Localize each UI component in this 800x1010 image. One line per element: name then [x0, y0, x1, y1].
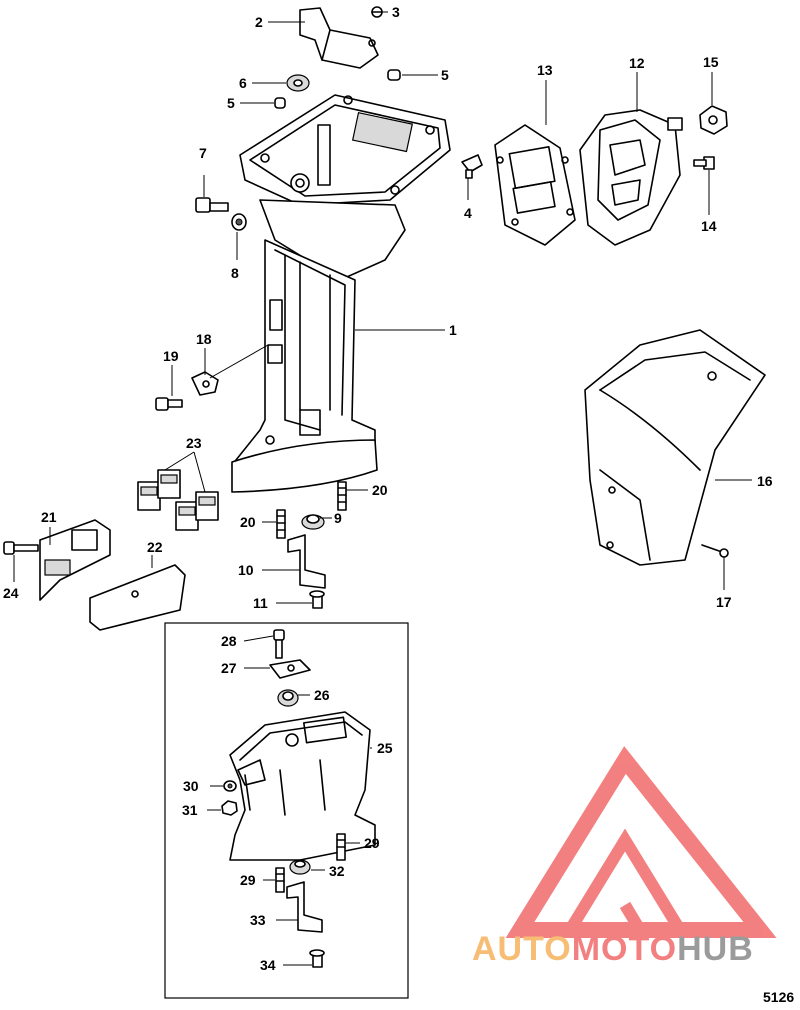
- part-bolt-19: [155, 397, 183, 411]
- watermark-logo: AUTOMOTOHUB: [472, 746, 777, 968]
- part-plate-27: [269, 659, 311, 679]
- part-stud-20b: [276, 509, 286, 539]
- callout-21: 21: [41, 509, 57, 525]
- callout-labels: 1 2 3 4 5 5 6 7 8 9 10 11 12 13 14 15 16…: [3, 4, 773, 973]
- part-pads-23: [137, 469, 219, 531]
- part-grommet-6: [286, 74, 310, 92]
- callout-5b: 5: [227, 95, 235, 111]
- callout-14: 14: [701, 218, 717, 234]
- part-bracket-21: [39, 519, 111, 601]
- part-bracket-33: [286, 881, 323, 933]
- part-gasket-13: [494, 124, 576, 246]
- callout-10: 10: [238, 562, 254, 578]
- callout-4: 4: [464, 205, 472, 221]
- logo-text-hub: HUB: [677, 930, 754, 968]
- callout-2: 2: [255, 14, 263, 30]
- logo-inner-g: [564, 828, 691, 936]
- callout-3: 3: [392, 4, 400, 20]
- logo-text-moto: MOTO: [572, 930, 677, 968]
- callout-13: 13: [537, 62, 553, 78]
- part-bolt-11: [309, 590, 325, 609]
- part-nut-15: [699, 105, 728, 135]
- callout-22: 22: [147, 539, 163, 555]
- callout-5a: 5: [441, 67, 449, 83]
- callout-19: 19: [163, 348, 179, 364]
- callout-20b: 20: [240, 514, 256, 530]
- part-housing-25: [229, 711, 376, 861]
- callout-25: 25: [377, 740, 393, 756]
- part-washer-30: [223, 780, 237, 792]
- logo-triangle: [505, 746, 777, 938]
- callout-12: 12: [629, 55, 645, 71]
- callout-32: 32: [329, 863, 345, 879]
- callout-7: 7: [199, 145, 207, 161]
- callout-29b: 29: [240, 872, 256, 888]
- callout-1: 1: [449, 322, 457, 338]
- logo-text-auto: AUTO: [472, 930, 572, 968]
- part-screw-14: [693, 156, 715, 170]
- part-bolt-7: [195, 197, 229, 213]
- callout-18: 18: [196, 331, 212, 347]
- part-nut-31: [221, 800, 238, 816]
- part-screw-3: [371, 6, 383, 18]
- part-clip-18: [191, 371, 219, 396]
- part-bolt-34: [309, 949, 325, 968]
- part-bracket-plate: [299, 7, 379, 69]
- part-grommet-26: [277, 689, 299, 707]
- part-plug-4: [461, 154, 483, 179]
- callout-24: 24: [3, 585, 19, 601]
- part-cover-16: [584, 329, 766, 566]
- callout-11: 11: [253, 595, 268, 611]
- part-bracket-10: [287, 534, 326, 589]
- callout-15: 15: [703, 54, 719, 70]
- part-bolt-28: [273, 629, 285, 659]
- callout-9: 9: [334, 510, 342, 526]
- part-adapter-12: [579, 109, 683, 246]
- callout-34: 34: [260, 957, 276, 973]
- callout-17: 17: [716, 594, 732, 610]
- callout-26: 26: [314, 687, 330, 703]
- callout-6: 6: [239, 75, 247, 91]
- part-stud-20a: [337, 481, 347, 511]
- callout-23: 23: [186, 435, 202, 451]
- callout-33: 33: [250, 912, 266, 928]
- callout-31: 31: [182, 802, 198, 818]
- callout-16: 16: [757, 473, 773, 489]
- part-stud-29b: [275, 867, 285, 893]
- callout-27: 27: [221, 660, 237, 676]
- callout-20a: 20: [372, 482, 388, 498]
- leader-lines: [13, 11, 752, 966]
- inset-box: [164, 622, 409, 999]
- callout-8: 8: [231, 265, 239, 281]
- figure-number: 5126: [763, 989, 794, 1005]
- callout-28: 28: [221, 633, 237, 649]
- part-grommet-9: [301, 514, 325, 530]
- callout-29a: 29: [364, 835, 380, 851]
- part-dowel-5b: [274, 97, 286, 109]
- part-dowel-5a: [387, 69, 401, 81]
- callout-30: 30: [183, 778, 199, 794]
- part-stud-29a: [336, 833, 346, 861]
- logo-text: AUTOMOTOHUB: [472, 930, 754, 968]
- part-grip-22: [89, 564, 186, 631]
- part-bolt-24: [3, 541, 39, 555]
- part-washer-8: [231, 213, 247, 231]
- part-screw-17: [701, 544, 729, 558]
- part-driveshaft-housing: [231, 94, 451, 493]
- part-grommet-32: [289, 859, 311, 875]
